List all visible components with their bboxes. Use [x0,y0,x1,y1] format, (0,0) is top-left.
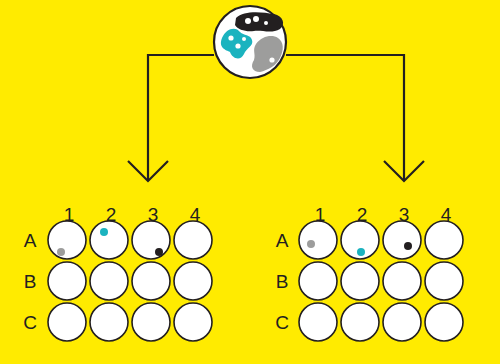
seeded-cell [357,248,365,256]
seeded-cell [155,248,163,256]
arrow-head [128,161,168,181]
well [383,262,421,300]
seeded-cell [404,242,412,250]
column-number: 1 [64,205,75,224]
well [425,221,463,259]
well [425,303,463,341]
arrow-head [384,161,424,181]
well [299,262,337,300]
row-letter: C [275,313,289,332]
well [425,262,463,300]
seeded-cell [100,228,108,236]
well [132,303,170,341]
well [48,303,86,341]
well [341,262,379,300]
well [341,221,379,259]
row-letter: B [276,272,289,291]
well [90,221,128,259]
column-number: 1 [315,205,326,224]
column-number: 3 [399,205,410,224]
well [48,221,86,259]
well [132,262,170,300]
well [174,221,212,259]
nucleus [245,18,251,24]
well [383,221,421,259]
well [299,303,337,341]
cell-mixture [214,6,286,78]
column-number: 2 [106,205,117,224]
row-letter: A [24,231,37,250]
arrow-line [148,55,214,181]
black-cell [235,12,283,31]
nucleus [242,37,246,41]
nucleus [264,21,268,25]
nucleus [269,57,274,62]
well [341,303,379,341]
nucleus [235,43,240,48]
well [383,303,421,341]
split-arrows [128,55,424,181]
well-plates [48,221,463,341]
column-number: 3 [148,205,159,224]
column-number: 4 [441,205,452,224]
row-letter: B [24,272,37,291]
seeded-cell [57,248,65,256]
nucleus [228,35,233,40]
nucleus [253,16,259,22]
well [299,221,337,259]
well [174,303,212,341]
dish [214,6,286,78]
grey-cell [252,36,283,72]
column-number: 4 [190,205,201,224]
row-letter: C [23,313,37,332]
well [90,262,128,300]
seeded-cell [307,240,315,248]
well [132,221,170,259]
well [48,262,86,300]
well [174,262,212,300]
well [90,303,128,341]
teal-cell [221,29,252,59]
row-letter: A [276,231,289,250]
column-number: 2 [357,205,368,224]
